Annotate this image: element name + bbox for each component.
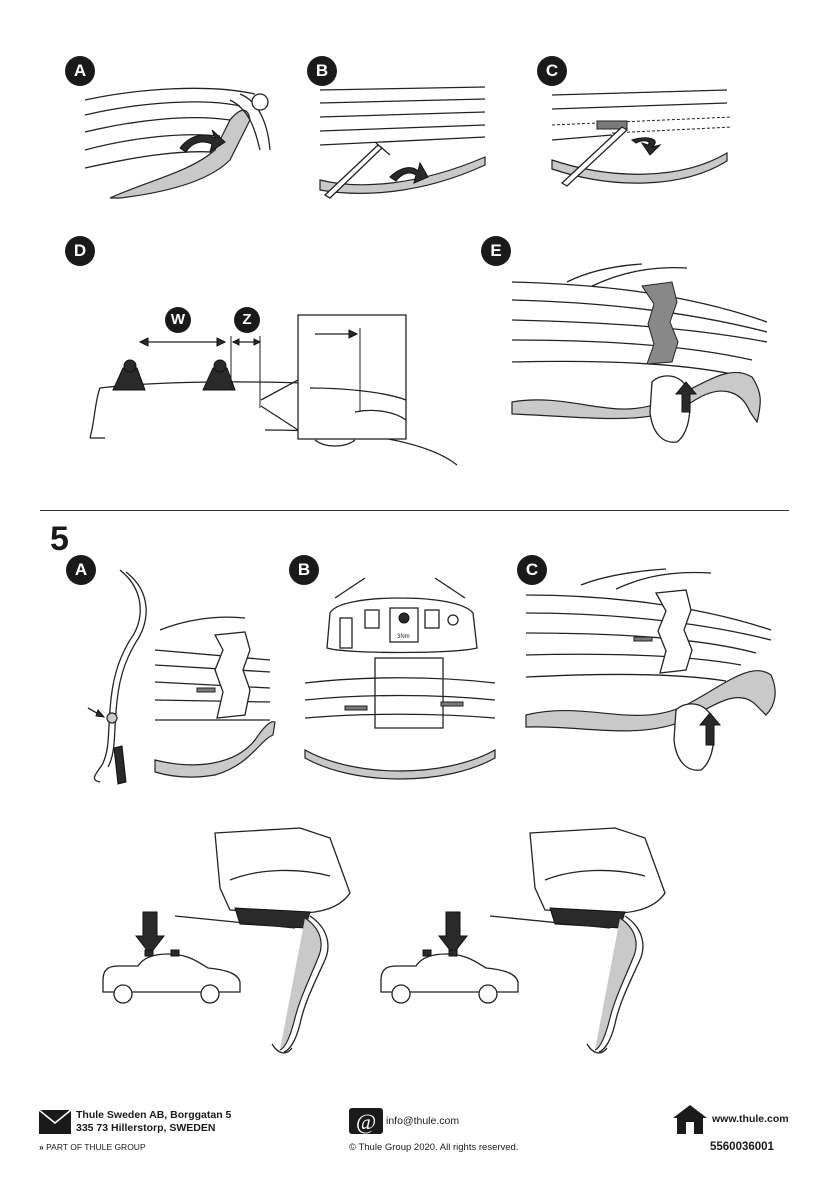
illustration-car-left xyxy=(102,911,241,1004)
website-link[interactable]: www.thule.com xyxy=(712,1113,789,1125)
dimension-z-badge: Z xyxy=(234,307,260,333)
step-5c-badge: C xyxy=(517,555,547,585)
section-divider xyxy=(40,510,789,511)
step-e-badge: E xyxy=(481,236,511,266)
mail-icon xyxy=(38,1109,72,1134)
copyright: © Thule Group 2020. All rights reserved. xyxy=(349,1142,519,1153)
illustration-foot-right xyxy=(489,827,666,1054)
step-c-badge: C xyxy=(537,56,567,86)
step-a-badge: A xyxy=(65,56,95,86)
illustration-foot-left xyxy=(174,827,351,1054)
illustration-5b: 3Nm xyxy=(304,577,496,780)
illustration-4b xyxy=(319,86,486,199)
svg-text:@: @ xyxy=(356,1109,376,1134)
company-line1: Thule Sweden AB, Borggatan 5 xyxy=(76,1109,232,1121)
company-address: Thule Sweden AB, Borggatan 5 335 73 Hill… xyxy=(76,1109,231,1135)
step-5b-badge: B xyxy=(289,555,319,585)
illustration-4c xyxy=(551,89,733,187)
illustration-5c xyxy=(525,568,776,771)
torque-label: 3Nm xyxy=(397,634,410,640)
email-link[interactable]: info@thule.com xyxy=(386,1115,460,1127)
illustration-5a-detail xyxy=(154,616,276,778)
at-icon: @ xyxy=(349,1108,383,1134)
chevron-right-icon: » xyxy=(39,1142,44,1152)
illustration-5a-profile xyxy=(87,569,147,785)
company-line2: 335 73 Hillerstorp, SWEDEN xyxy=(76,1122,216,1134)
illustration-4d xyxy=(89,314,458,466)
illustration-4e xyxy=(511,263,768,443)
home-icon xyxy=(673,1105,707,1134)
step-d-badge: D xyxy=(65,236,95,266)
step-5a-badge: A xyxy=(66,555,96,585)
part-of-text: PART OF THULE GROUP xyxy=(46,1142,146,1152)
part-of-group: » PART OF THULE GROUP xyxy=(39,1142,146,1152)
step-b-badge: B xyxy=(307,56,337,86)
dimension-w-badge: W xyxy=(165,307,191,333)
illustration-car-right xyxy=(380,911,519,1004)
illustration-4a xyxy=(84,87,271,199)
step-5-number: 5 xyxy=(50,520,69,558)
document-number: 5560036001 xyxy=(710,1141,774,1153)
